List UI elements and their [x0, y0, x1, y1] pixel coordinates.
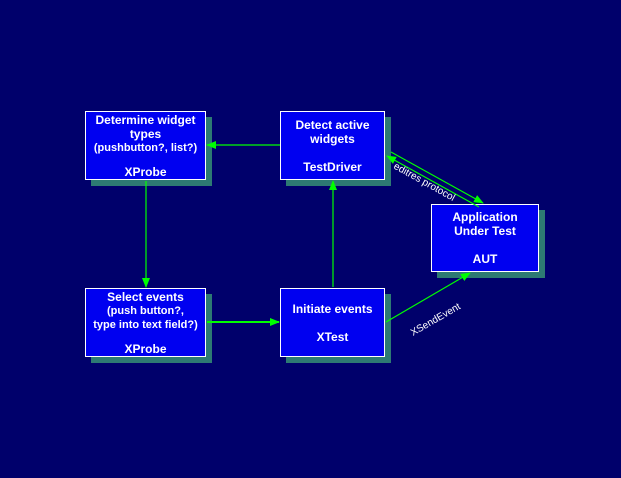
arrow-aut-to-detect	[386, 155, 480, 208]
node-application-under-test: Application Under Test AUT	[431, 204, 539, 272]
node-text: type into text field?)	[93, 318, 198, 331]
node-text: widgets	[310, 131, 355, 146]
node-text: types	[129, 126, 162, 141]
node-tool-label: TestDriver	[303, 159, 362, 174]
node-initiate-events: Initiate events XTest	[280, 288, 385, 357]
node-text: Under Test	[454, 224, 516, 238]
node-tool-label: XTest	[316, 329, 349, 344]
node-determine-widget-types: Determine widget types (pushbutton?, lis…	[85, 111, 206, 180]
node-text: Initiate events	[292, 301, 373, 316]
node-select-events: Select events (push button?, type into t…	[85, 288, 206, 357]
node-text: Determine widget	[95, 112, 196, 127]
node-detect-active-widgets: Detect active widgets TestDriver	[280, 111, 385, 180]
node-text: (push button?,	[107, 304, 184, 317]
edge-label-xsendevent: XSendEvent	[409, 301, 463, 338]
node-text: Detect active	[295, 117, 370, 132]
arrow-detect-to-aut	[390, 151, 484, 204]
node-tool-label: XProbe	[124, 164, 167, 179]
arrow-initiate-to-aut	[385, 272, 471, 323]
node-text: Application	[452, 210, 518, 224]
node-tool-label: XProbe	[124, 341, 167, 356]
node-text: (pushbutton?, list?)	[93, 141, 198, 154]
node-tool-label: AUT	[472, 252, 498, 266]
node-text: Select events	[107, 289, 184, 304]
